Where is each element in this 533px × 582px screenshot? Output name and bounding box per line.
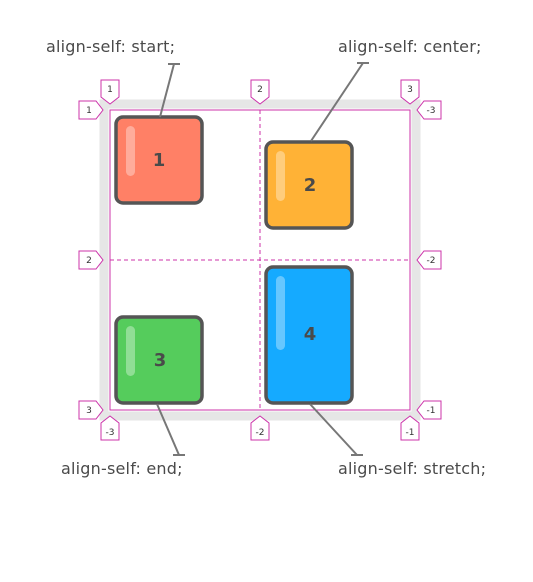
label-align-self-stretch: align-self: stretch;	[338, 459, 487, 478]
label-align-self-center: align-self: center;	[338, 37, 482, 56]
marker-right-minus-3-label: -3	[427, 106, 436, 116]
marker-bottom-minus-1: -1	[400, 415, 420, 441]
label-align-self-start: align-self: start;	[46, 37, 176, 56]
marker-bottom-minus-3: -3	[100, 415, 120, 441]
marker-bottom-minus-2-label: -2	[256, 428, 265, 438]
pointer-start	[159, 63, 180, 118]
grid-item-3: 3	[114, 315, 204, 405]
marker-left-2-label: 2	[86, 256, 92, 266]
marker-right-minus-3: -3	[416, 100, 442, 120]
marker-top-2: 2	[250, 79, 270, 105]
marker-top-1-label: 1	[107, 85, 113, 95]
grid-item-2-number: 2	[304, 175, 317, 196]
marker-left-1-label: 1	[86, 106, 92, 116]
pointer-end	[156, 403, 185, 456]
marker-right-minus-1: -1	[416, 400, 442, 420]
grid-item-4: 4	[264, 265, 354, 405]
marker-left-3-label: 3	[86, 406, 92, 416]
grid-item-3-number: 3	[154, 350, 167, 371]
label-align-self-end: align-self: end;	[61, 459, 183, 478]
marker-right-minus-2: -2	[416, 250, 442, 270]
pointer-stretch	[309, 403, 363, 456]
grid-item-1: 1	[114, 115, 204, 205]
pointer-center	[310, 62, 369, 142]
marker-left-2: 2	[78, 250, 104, 270]
marker-top-1: 1	[100, 79, 120, 105]
marker-bottom-minus-1-label: -1	[406, 428, 415, 438]
grid-item-2: 2	[264, 140, 354, 230]
grid-item-4-number: 4	[304, 324, 317, 345]
marker-top-3-label: 3	[407, 85, 413, 95]
marker-bottom-minus-3-label: -3	[106, 428, 115, 438]
marker-top-2-label: 2	[257, 85, 263, 95]
marker-left-3: 3	[78, 400, 104, 420]
marker-right-minus-1-label: -1	[427, 406, 436, 416]
grid-item-1-number: 1	[153, 150, 166, 171]
marker-left-1: 1	[78, 100, 104, 120]
marker-right-minus-2-label: -2	[427, 256, 436, 266]
marker-top-3: 3	[400, 79, 420, 105]
marker-bottom-minus-2: -2	[250, 415, 270, 441]
